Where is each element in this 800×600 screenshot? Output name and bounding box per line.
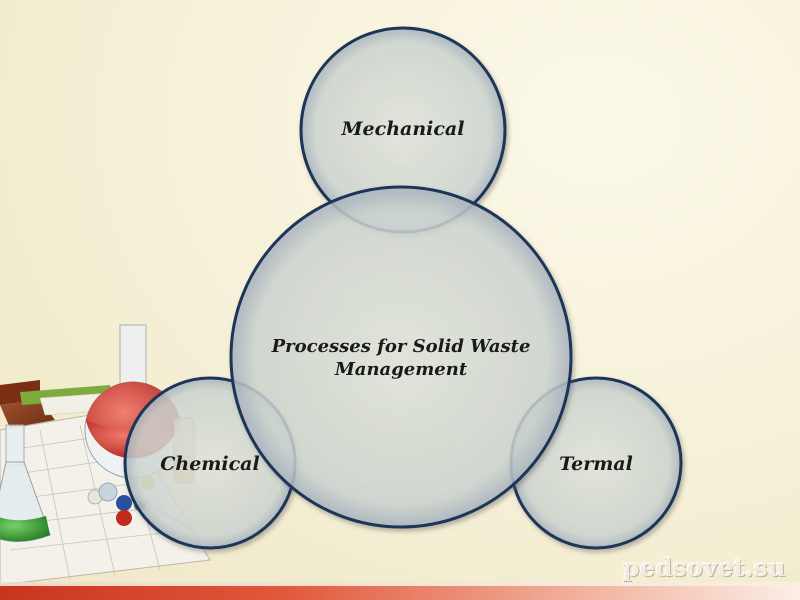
books: [0, 380, 116, 428]
green-flask: [0, 424, 51, 542]
chemical-label: Chemical: [160, 453, 259, 475]
watermark: pedsovet.su: [622, 553, 786, 582]
center-label-line2: Management: [334, 359, 468, 380]
bottom-stripe-light: [0, 582, 800, 586]
center-label-line1: Processes for Solid Waste: [271, 336, 531, 357]
termal-label: Termal: [559, 453, 633, 475]
mechanical-label: Mechanical: [341, 118, 465, 140]
bottom-accent-stripe: [0, 586, 800, 600]
center-circle: [229, 185, 573, 529]
